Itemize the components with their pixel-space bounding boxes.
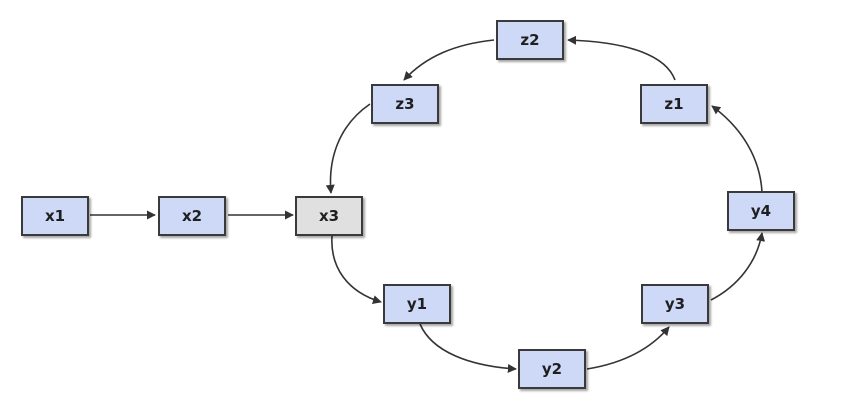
- node-z1-label: z1: [664, 95, 684, 113]
- node-x2[interactable]: x2: [158, 196, 226, 236]
- edge-x3-y1: [331, 235, 382, 304]
- node-z3-label: z3: [395, 95, 415, 113]
- node-y3-label: y3: [664, 295, 686, 313]
- node-x2-label: x2: [181, 207, 203, 225]
- node-z2-label: z2: [520, 31, 540, 49]
- node-x3[interactable]: x3: [295, 196, 363, 236]
- node-y2[interactable]: y2: [518, 349, 586, 389]
- node-y4[interactable]: y4: [727, 191, 795, 231]
- node-y3[interactable]: y3: [641, 284, 709, 324]
- edge-z3-x3: [325, 103, 371, 194]
- edge-y1-y2: [419, 323, 517, 373]
- node-y1-label: y1: [406, 295, 428, 313]
- node-z2[interactable]: z2: [496, 20, 564, 60]
- node-y2-label: y2: [541, 360, 563, 378]
- node-z3[interactable]: z3: [371, 84, 439, 124]
- edge-z1-z2: [567, 35, 676, 81]
- node-z1[interactable]: z1: [640, 84, 708, 124]
- node-x1[interactable]: x1: [21, 196, 89, 236]
- edge-y3-y4: [710, 232, 766, 301]
- node-x3-label: x3: [318, 207, 340, 225]
- node-x1-label: x1: [44, 207, 66, 225]
- node-y1[interactable]: y1: [383, 284, 451, 324]
- edge-y4-z1: [711, 105, 763, 193]
- edge-y2-y3: [586, 326, 670, 370]
- edge-z2-z3: [403, 39, 495, 81]
- node-y4-label: y4: [750, 202, 772, 220]
